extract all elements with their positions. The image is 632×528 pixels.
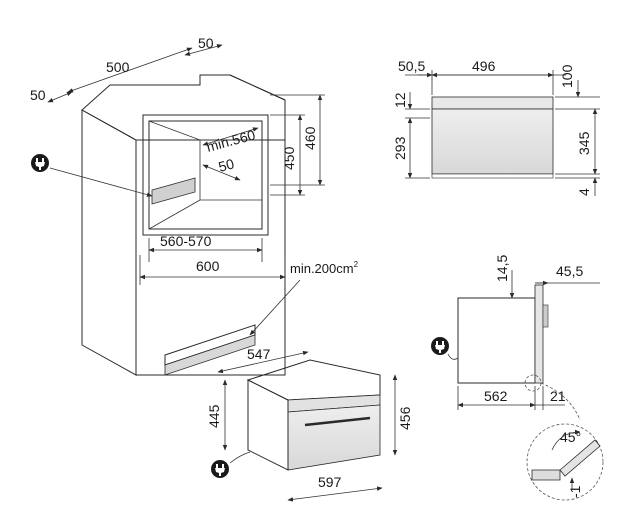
dim-front-panel-height: 12 xyxy=(392,92,408,108)
dim-front-left-gap: 50,5 xyxy=(398,58,425,74)
detail-circle xyxy=(526,423,604,501)
dim-front-top-gap: 100 xyxy=(559,64,575,88)
cabinet-side-face xyxy=(81,109,137,376)
oven-front-body xyxy=(431,108,554,175)
dim-side-clearance: -1 xyxy=(567,485,583,498)
dim-side-angle: 45° xyxy=(560,429,581,445)
niche-vent xyxy=(151,177,196,205)
dim-cabinet-top-offset-left: 50 xyxy=(30,87,46,103)
dim-side-body-depth: 562 xyxy=(484,388,508,404)
plug-icon xyxy=(211,460,229,478)
dim-side-door-depth: 21 xyxy=(550,388,566,404)
dim-side-top-offset: 14,5 xyxy=(494,255,510,282)
side-body xyxy=(457,297,536,384)
niche-inner xyxy=(148,120,263,230)
oven-3d-handle xyxy=(304,416,371,427)
control-panel xyxy=(431,96,554,110)
dim-front-bottom-gap: 4 xyxy=(576,188,592,196)
dim-oven-depth: 547 xyxy=(247,346,271,362)
dim-oven-width: 597 xyxy=(318,474,342,490)
vent-area-label: min.200cm2 xyxy=(290,260,359,276)
dim-niche-height-b: 460 xyxy=(302,126,318,150)
front-view-drawing: 496 50,5 100 345 4 12 293 xyxy=(392,58,600,196)
side-door xyxy=(534,284,544,384)
dim-oven-height-right: 456 xyxy=(397,406,413,430)
cabinet-drawing: 500 50 50 min.560 50 450 460 560-570 600… xyxy=(30,35,359,376)
plug-icon xyxy=(431,337,449,355)
dim-niche-min-depth: min.560 xyxy=(205,126,257,154)
dim-niche-height-a: 450 xyxy=(281,146,297,170)
dim-front-width: 496 xyxy=(472,58,496,74)
dim-front-body-height: 293 xyxy=(392,136,408,160)
niche-outer xyxy=(142,114,269,236)
dim-front-total-height: 345 xyxy=(576,131,592,155)
side-view-drawing: 14,5 45,5 562 21 45° -1 xyxy=(431,255,604,501)
oven-3d-drawing: 547 445 456 597 xyxy=(206,346,413,502)
oven-3d-door xyxy=(287,404,381,471)
dim-side-front-depth: 45,5 xyxy=(556,263,583,279)
dim-niche-width: 560-570 xyxy=(160,233,212,249)
dim-niche-inner-offset: 50 xyxy=(217,155,236,175)
dim-oven-height-left: 445 xyxy=(206,404,222,428)
dim-cabinet-top-offset-right: 50 xyxy=(198,35,214,51)
dim-cabinet-top-depth: 500 xyxy=(106,59,130,75)
dim-cabinet-width: 600 xyxy=(196,258,220,274)
plug-icon xyxy=(31,154,49,172)
